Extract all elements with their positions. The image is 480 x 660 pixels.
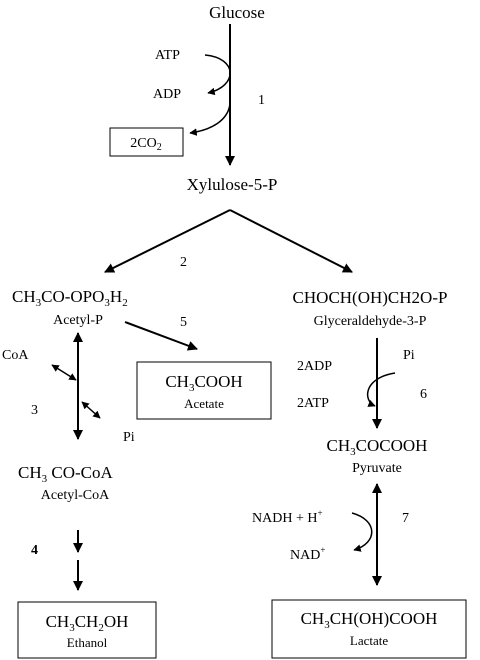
pi-left-label: Pi	[123, 430, 135, 445]
pyruvate-name: Pyruvate	[352, 461, 402, 476]
acetate-name: Acetate	[184, 396, 224, 411]
xylulose-label: Xylulose-5-P	[187, 175, 278, 194]
pi-right-label: Pi	[403, 348, 415, 363]
lactate-box	[271, 599, 467, 659]
gap-formula: CHOCH(OH)CH2O-P	[293, 288, 448, 307]
arrow-atp-to-adp	[204, 54, 231, 96]
step-number-3: 3	[31, 403, 38, 418]
acetyl-p-formula: CH3CO-OPO3H2	[12, 287, 128, 309]
acetate-box	[136, 361, 272, 420]
acetyl-p-name: Acetyl-P	[53, 313, 103, 328]
glucose-label: Glucose	[209, 3, 265, 22]
step-number-4: 4	[31, 543, 38, 558]
adp-label: ADP	[153, 87, 181, 102]
lactate-name: Lactate	[350, 633, 388, 648]
step-number-6: 6	[420, 387, 427, 402]
step-number-1: 1	[258, 93, 265, 108]
arrow-pi-left	[81, 401, 101, 419]
ethanol-box	[17, 601, 157, 659]
arrow-xylulose-to-gap	[229, 209, 353, 273]
co2-box	[109, 127, 184, 157]
acetate-formula: CH3COOH	[165, 372, 242, 394]
arrow-xylulose-to-acetyl-p	[104, 209, 231, 273]
atp-label: ATP	[155, 48, 180, 63]
arrow-to-co2	[189, 103, 231, 136]
arrow-acetyl-p-to-acetate	[124, 321, 198, 351]
acetyl-coa-formula: CH3 CO-CoA	[18, 463, 113, 485]
pyruvate-formula: CH3COCOOH	[327, 436, 428, 458]
arrow-nadh-to-nad	[351, 512, 373, 552]
ethanol-name: Ethanol	[67, 635, 108, 650]
coa-label: CoA	[2, 348, 29, 363]
co2-label: 2CO2	[130, 136, 161, 153]
arrow-coa	[51, 364, 77, 381]
arrow-adp-to-atp	[366, 372, 396, 407]
nadh-label: NADH + H+	[252, 508, 323, 526]
step-number-7: 7	[402, 511, 409, 526]
two-adp-label: 2ADP	[297, 359, 332, 374]
lactate-formula: CH3CH(OH)COOH	[301, 609, 438, 631]
nad-label: NAD+	[290, 545, 325, 563]
ethanol-formula: CH3CH2OH	[46, 612, 129, 634]
acetyl-coa-name: Acetyl-CoA	[41, 488, 110, 503]
step-number-5: 5	[180, 315, 187, 330]
two-atp-label: 2ATP	[297, 396, 329, 411]
step-number-2: 2	[180, 255, 187, 270]
gap-name: Glyceraldehyde-3-P	[314, 314, 427, 329]
